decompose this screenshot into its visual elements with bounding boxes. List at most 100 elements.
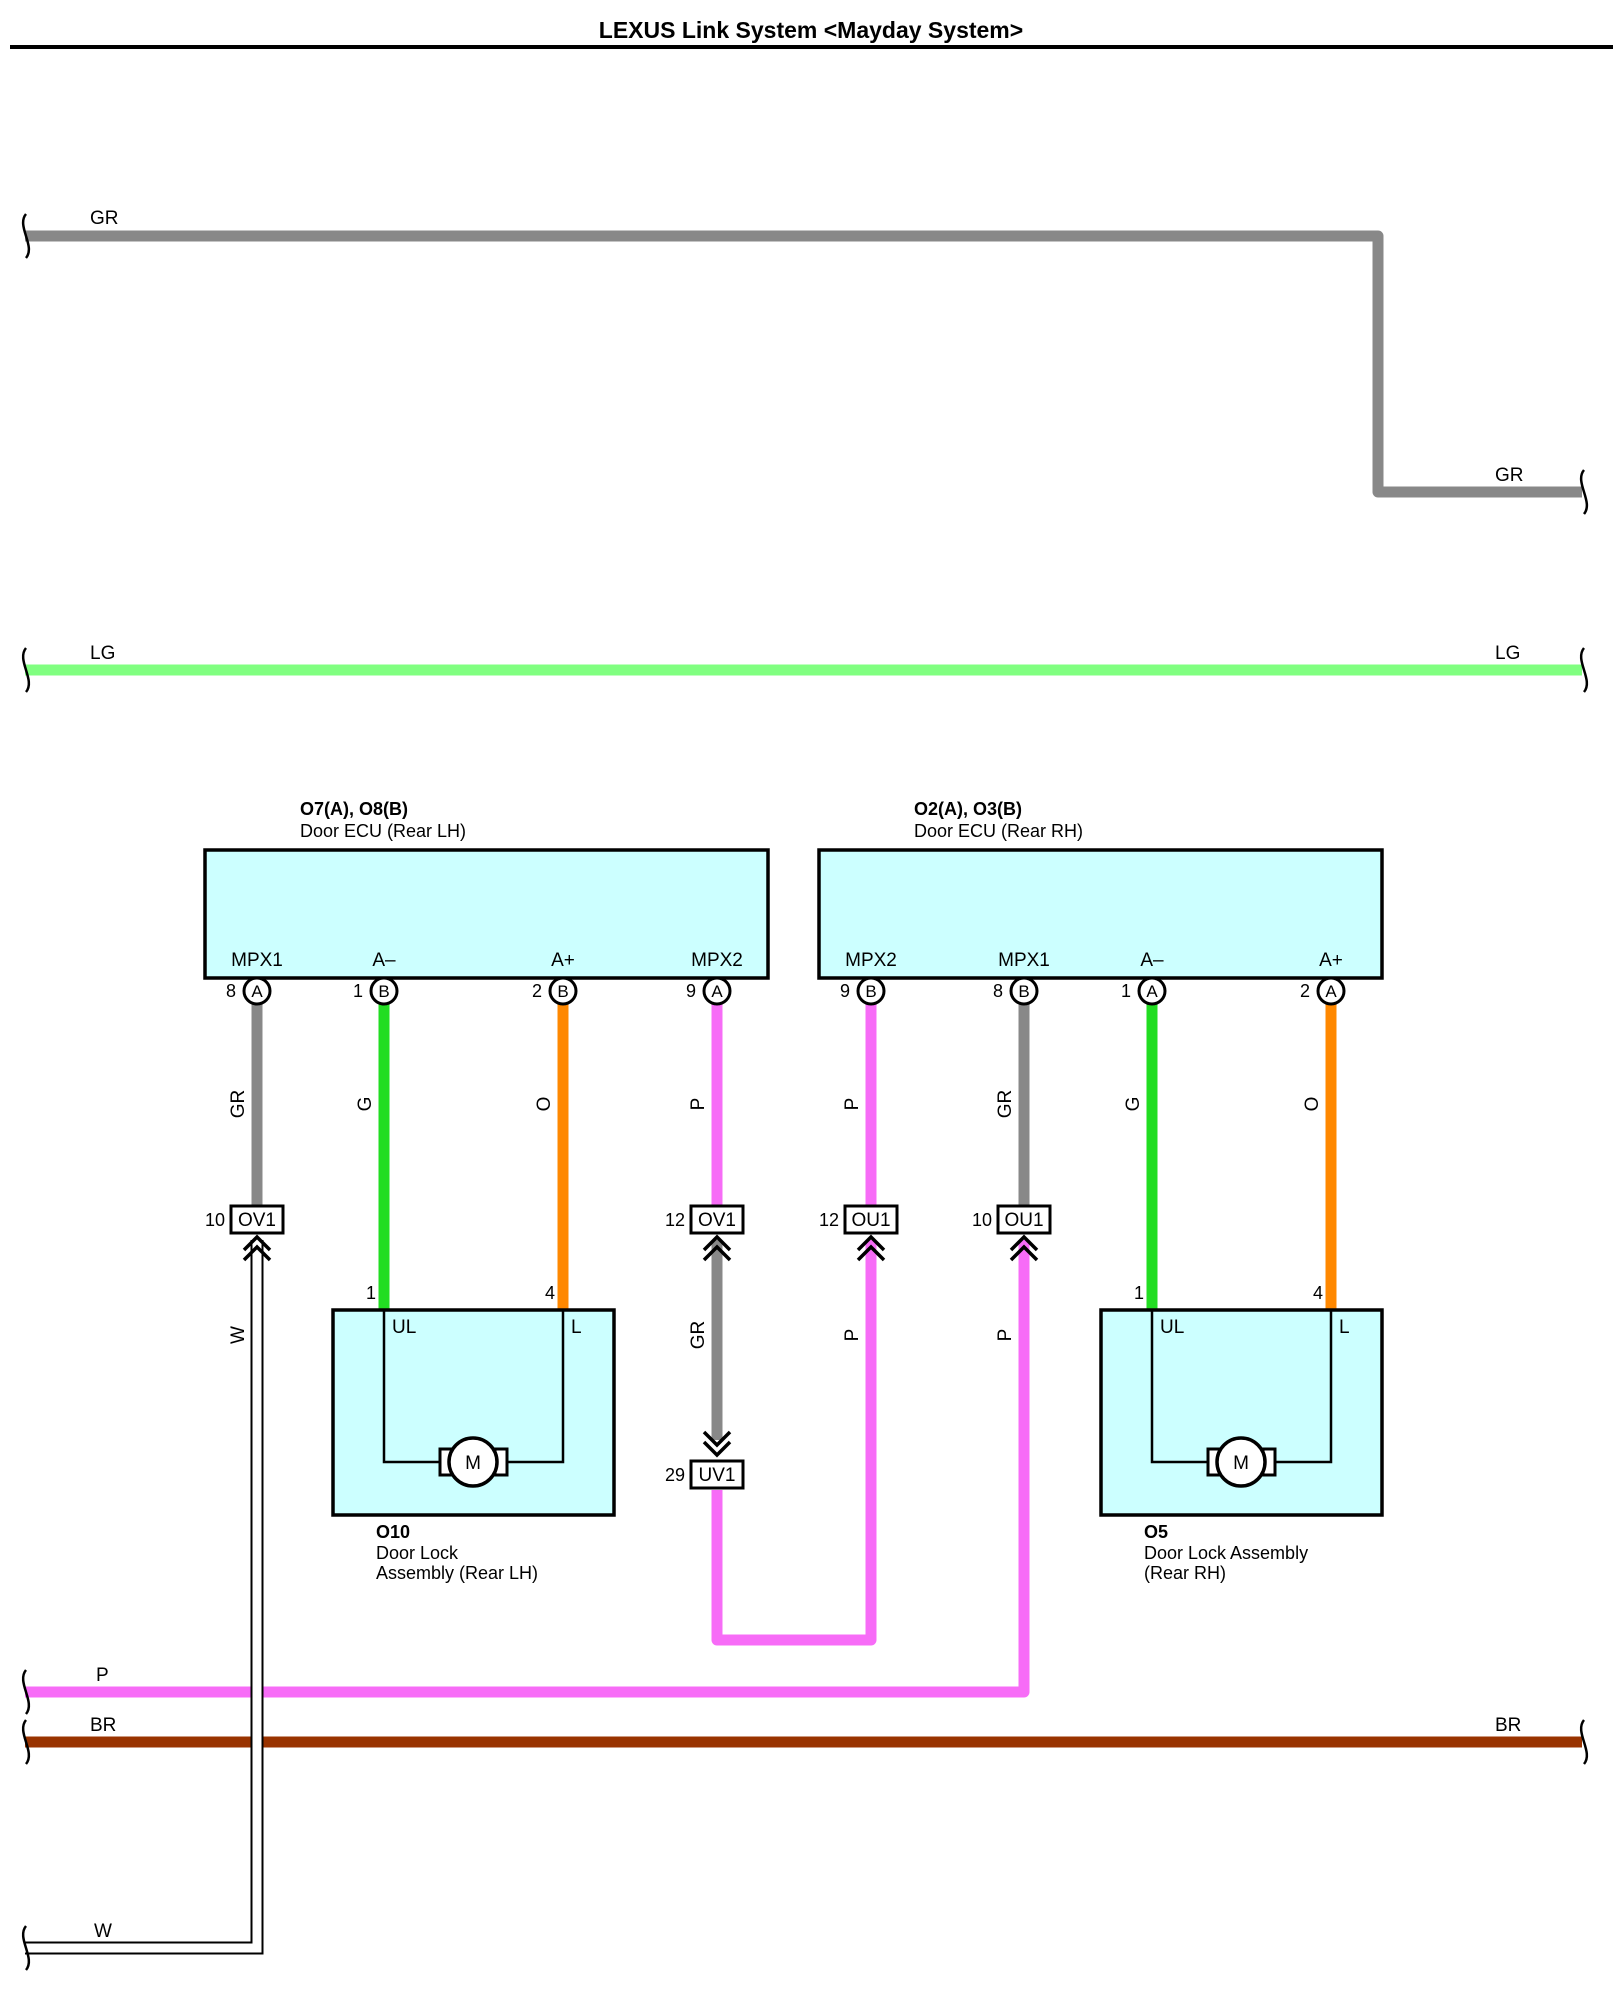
junction-name: UV1 [699, 1465, 736, 1486]
junction-name: OV1 [698, 1210, 736, 1231]
ecu-lh-pin-num: 8 [226, 981, 236, 1001]
junction-ou1-10 [996, 1204, 1052, 1235]
wire-break-icon [1579, 647, 1589, 693]
ecu-rh-connector-icon [1137, 976, 1167, 1006]
lock-rh-pin-ul-num: 1 [1134, 1283, 1144, 1303]
wire-break-icon [21, 647, 31, 693]
ecu-lh-pin-label: A– [372, 950, 396, 971]
junction-ov1-10 [229, 1204, 285, 1235]
lock-lh-internal-wiring [382, 1310, 565, 1464]
wire-w-core [25, 1240, 262, 1953]
junction-uv1-29 [689, 1459, 745, 1490]
ecu-rh-pin-num: 9 [840, 981, 850, 1001]
ecu-lh-connector-icon [548, 976, 578, 1006]
wire-label-vertical: GR [995, 1090, 1016, 1119]
ecu-rh-pin-label: A+ [1319, 950, 1343, 971]
ecu-rh-pin-label: MPX2 [845, 950, 897, 971]
wire-break-icon [21, 1669, 31, 1715]
wire-label-vertical: P [842, 1098, 863, 1111]
lock-lh-name-2: Assembly (Rear LH) [376, 1563, 538, 1583]
ecu-lh-conn-letter: A [251, 982, 263, 1001]
ecu-rh-conn-letter: B [865, 982, 876, 1001]
wire-break-icon [21, 1925, 31, 1971]
wire-label-vertical: O [534, 1097, 555, 1112]
lock-rh-pin-l-num: 4 [1313, 1283, 1323, 1303]
junction-ou1-12 [843, 1204, 899, 1235]
lock-lh-pin-l-num: 4 [545, 1283, 555, 1303]
wire-break-icon [21, 213, 31, 259]
wire-break-icon [1579, 1719, 1589, 1765]
ecu-rh-connector-icon [1009, 976, 1039, 1006]
lock-rh-name-1: Door Lock Assembly [1144, 1543, 1308, 1563]
wire-break-icon [21, 1719, 31, 1765]
ecu-lh-connector-icon [702, 976, 732, 1006]
ecu-lh-connector-icon [242, 976, 272, 1006]
lock-rh-internal-wiring [1150, 1310, 1333, 1464]
wire-break-icon [1579, 469, 1589, 515]
wire-label-br-left: BR [90, 1715, 116, 1736]
wire-label-lg-left: LG [90, 643, 115, 664]
motor-icon [1215, 1436, 1267, 1488]
wire-label-w-left: W [94, 1921, 112, 1942]
wire-label-vertical: GR [688, 1321, 709, 1350]
connector-chevron-up-icon [856, 1234, 886, 1262]
junction-num: 29 [665, 1465, 685, 1485]
connector-chevron-up-icon [1009, 1234, 1039, 1262]
ecu-rh-connector-icon [856, 976, 886, 1006]
wire-label-gr-left: GR [90, 208, 119, 229]
ecu-rh-conn-letter: A [1146, 982, 1158, 1001]
wire-p-ou1-left [25, 1240, 1030, 1698]
ecu-lh-conn-letter: B [557, 982, 568, 1001]
ecu-lh-pin-label: MPX1 [231, 950, 283, 971]
ecu-lh-pin-label: MPX2 [691, 950, 743, 971]
connector-chevron-up-icon [702, 1234, 732, 1262]
ecu-rh-pin-num: 2 [1300, 981, 1310, 1001]
lock-rh-pin-ul: UL [1160, 1317, 1184, 1338]
ecu-lh-box [203, 848, 770, 980]
ecu-rh-connector-icon [1316, 976, 1346, 1006]
junction-num: 12 [665, 1210, 685, 1230]
ecu-rh-code: O2(A), O3(B) [914, 799, 1022, 819]
ecu-rh-name: Door ECU (Rear RH) [914, 821, 1083, 841]
junction-ov1-12 [689, 1204, 745, 1235]
junction-name: OV1 [238, 1210, 276, 1231]
ecu-lh-connector-icon [369, 976, 399, 1006]
ecu-rh-conn-letter: A [1325, 982, 1337, 1001]
connector-chevron-down-icon [702, 1430, 732, 1458]
wire-w [25, 1240, 264, 1955]
wire-gr-top [25, 230, 1582, 498]
ecu-lh-conn-letter: A [711, 982, 723, 1001]
ecu-lh-code: O7(A), O8(B) [300, 799, 408, 819]
junction-num: 12 [819, 1210, 839, 1230]
lock-lh-pin-ul: UL [392, 1317, 416, 1338]
lock-lh-pin-ul-num: 1 [366, 1283, 376, 1303]
wire-label-lg-right: LG [1495, 643, 1520, 664]
wire-label-vertical: O [1302, 1097, 1323, 1112]
ecu-rh-pin-num: 8 [993, 981, 1003, 1001]
wire-label-vertical: G [355, 1097, 376, 1112]
ecu-lh-pin-num: 2 [532, 981, 542, 1001]
ecu-rh-conn-letter: B [1018, 982, 1029, 1001]
ecu-rh-box [817, 848, 1384, 980]
wire-label-vertical: P [842, 1329, 863, 1342]
wire-label-vertical: G [1123, 1097, 1144, 1112]
ecu-lh-pin-num: 1 [353, 981, 363, 1001]
junction-name: OU1 [1004, 1210, 1043, 1231]
wire-label-vertical: P [688, 1098, 709, 1111]
ecu-rh-pin-label: MPX1 [998, 950, 1050, 971]
ecu-lh-pin-label: A+ [551, 950, 575, 971]
connector-chevron-up-icon [242, 1234, 272, 1262]
lock-rh-code: O5 [1144, 1522, 1168, 1542]
wire-label-vertical: W [228, 1326, 249, 1344]
lock-rh-pin-l: L [1339, 1317, 1350, 1338]
lock-rh-name-2: (Rear RH) [1144, 1563, 1226, 1583]
ecu-rh-pin-num: 1 [1121, 981, 1131, 1001]
wire-p-uv1-ou1 [711, 1240, 877, 1646]
lock-lh-pin-l: L [571, 1317, 582, 1338]
junction-num: 10 [972, 1210, 992, 1230]
ecu-lh-pin-num: 9 [686, 981, 696, 1001]
wire-label-br-right: BR [1495, 1715, 1521, 1736]
motor-label: M [465, 1453, 481, 1474]
wire-label-vertical: P [995, 1329, 1016, 1342]
